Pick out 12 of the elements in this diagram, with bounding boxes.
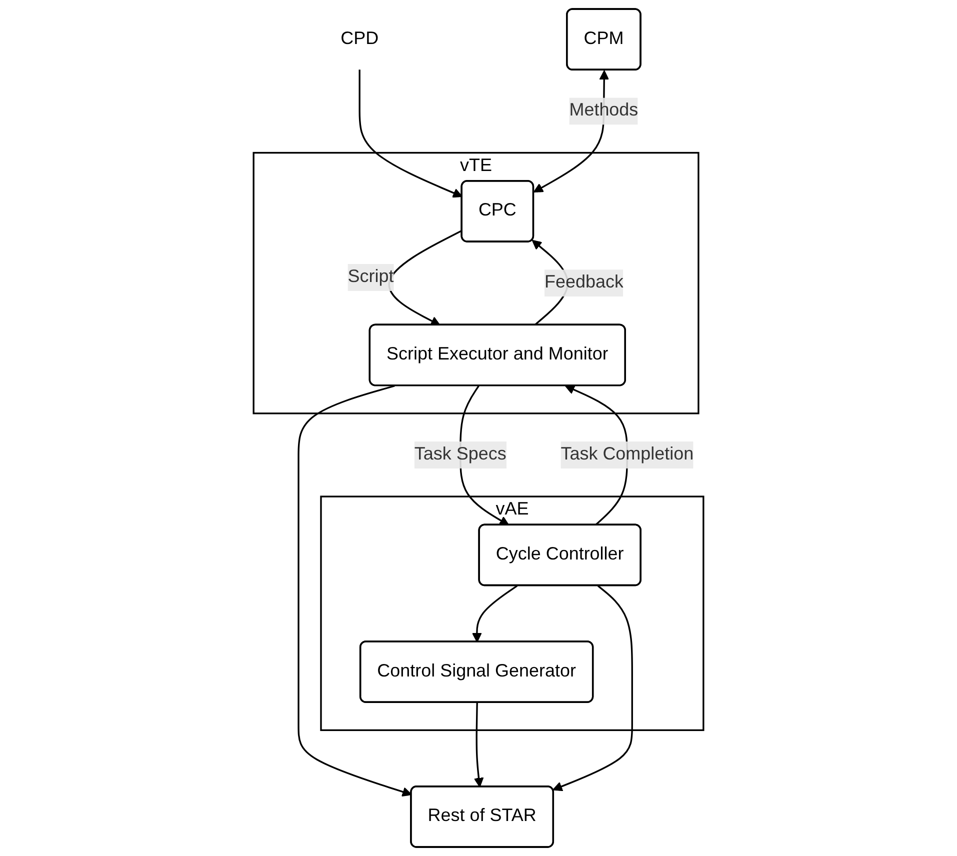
edge-label: Task Completion [560,444,694,464]
edge-label: Feedback [544,272,624,292]
arrow [388,230,463,326]
node-text: CPD [340,29,379,48]
arrow [298,385,412,797]
arrow [474,702,484,788]
arrow [552,585,633,792]
edge-label: Task Specs [414,444,506,464]
edge-label: Script [348,267,394,286]
edge-label: Methods [569,101,638,120]
arrow [358,70,463,198]
arrow [472,585,518,642]
